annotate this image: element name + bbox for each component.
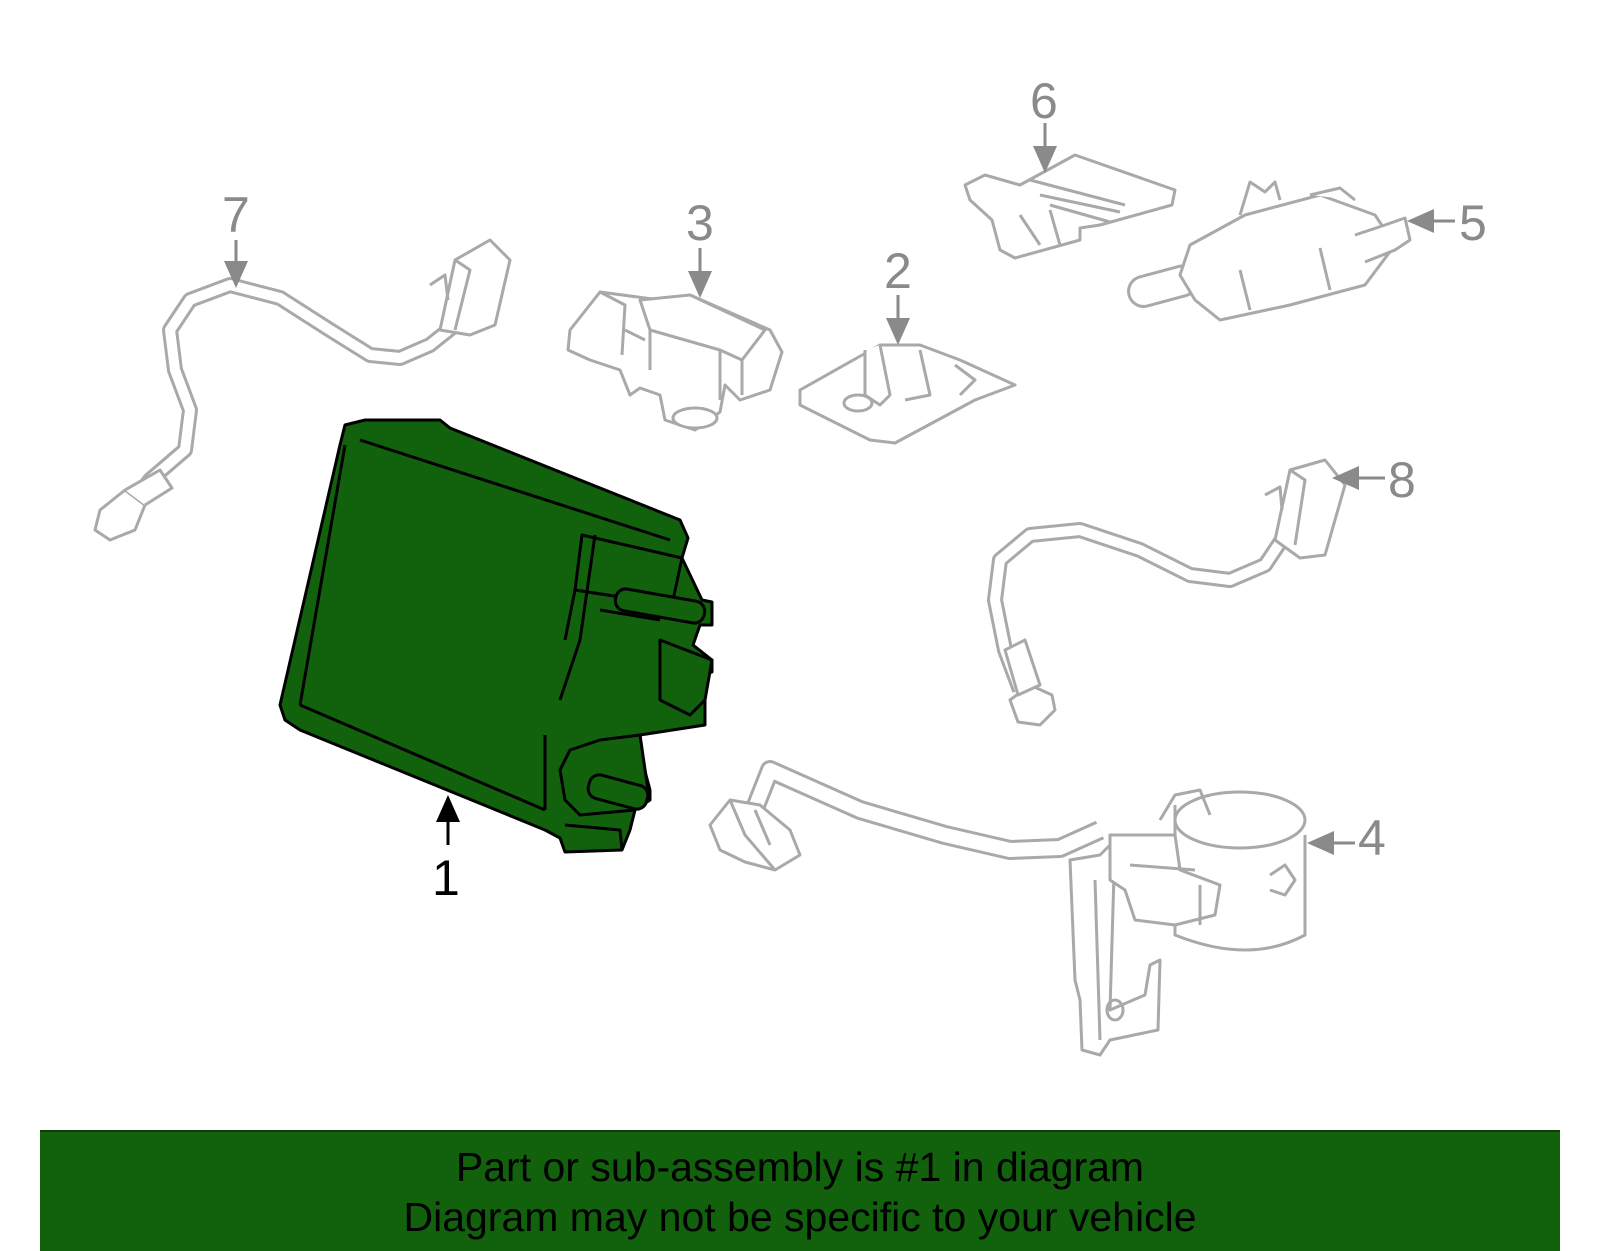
callout-6: 6 [1030,73,1058,129]
callout-4: 4 [1358,810,1386,866]
callout-3: 3 [686,195,714,251]
callout-2: 2 [884,243,912,299]
banner-line-2: Diagram may not be specific to your vehi… [403,1193,1197,1240]
part-6-clip[interactable] [963,153,1177,260]
parts-diagram: 1 2 3 4 5 6 7 8 [93,73,1487,1057]
info-banner: Part or sub-assembly is #1 in diagram Di… [40,1130,1560,1251]
callout-5: 5 [1459,195,1487,251]
leader-arrows [224,123,1455,855]
part-4-pump-assembly[interactable] [708,760,1307,1057]
part-7-sensor-harness[interactable] [93,238,512,542]
callout-7: 7 [222,187,250,243]
part-1-canister-highlighted[interactable] [278,418,714,854]
callout-8: 8 [1388,452,1416,508]
part-5-valve[interactable] [1125,180,1412,322]
part-3-sensor[interactable] [566,290,784,432]
callout-1: 1 [432,850,460,906]
part-8-sensor-harness[interactable] [987,458,1347,727]
banner-line-1: Part or sub-assembly is #1 in diagram [455,1143,1145,1190]
part-2-bracket[interactable] [798,343,1017,445]
